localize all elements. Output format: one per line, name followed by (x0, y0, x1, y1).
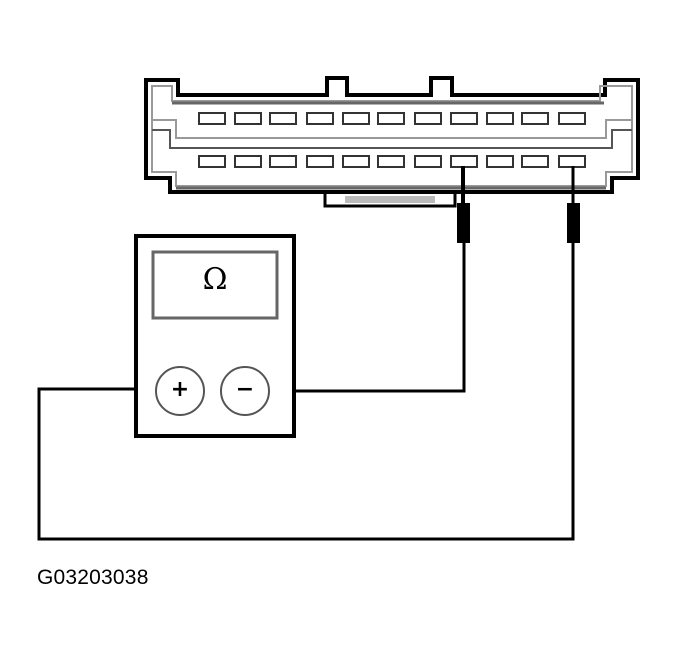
multimeter (134, 234, 296, 438)
negative-lead-wire (272, 243, 466, 393)
positive-terminal-label: + (170, 377, 190, 402)
negative-terminal-label: − (235, 377, 255, 402)
figure-caption: G03203038 (37, 566, 149, 589)
positive-lead-wire (37, 243, 575, 541)
probe-negative (457, 166, 470, 243)
pin-row-1 (198, 112, 586, 125)
ohm-symbol: Ω (202, 262, 228, 297)
connector (144, 76, 640, 208)
pin-row-2 (198, 155, 586, 168)
probe-positive (567, 166, 580, 243)
